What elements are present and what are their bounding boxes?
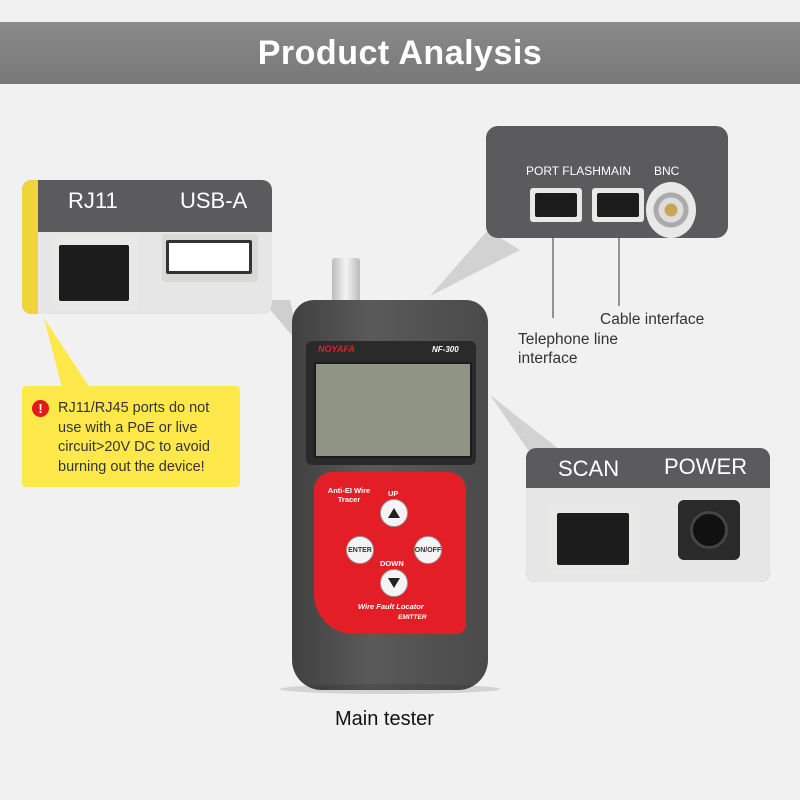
arrow-up-icon xyxy=(388,508,400,518)
scan-label: SCAN xyxy=(558,456,620,481)
usba-socket xyxy=(166,240,252,274)
bnc-top-connector xyxy=(332,258,360,308)
main-port xyxy=(592,188,644,222)
port-flash-label: PORT FLASH xyxy=(526,164,601,178)
emitter-label: EMITTER xyxy=(398,614,427,621)
brand-logo: NOYAFA xyxy=(318,344,355,354)
up-button[interactable] xyxy=(380,499,408,527)
onoff-button[interactable]: ON/OFF xyxy=(414,536,442,564)
exclamation-icon: ! xyxy=(32,400,49,417)
callout-wedge-right xyxy=(490,395,560,450)
callout-wedge-warning xyxy=(44,318,90,388)
warning-box: ! RJ11/RJ45 ports do not use with a PoE … xyxy=(22,386,240,487)
yellow-device-edge xyxy=(22,180,38,314)
bnc-connector xyxy=(646,182,696,238)
cable-caption: Cable interface xyxy=(600,311,705,328)
up-label: UP xyxy=(388,489,399,498)
page-title: Product Analysis xyxy=(0,22,800,84)
power-socket xyxy=(690,511,728,549)
callout-wedge-top xyxy=(430,230,520,296)
arrow-down-icon xyxy=(388,578,400,588)
panel-text: Anti-EI Wire Tracer xyxy=(327,486,371,504)
top-port-panel: PORT FLASH MAIN BNC xyxy=(486,126,728,238)
telephone-caption: Telephone line interface xyxy=(518,331,618,367)
rj11-port xyxy=(50,236,138,310)
model-label: NF-300 xyxy=(432,345,459,354)
scan-socket xyxy=(557,513,629,565)
main-label: MAIN xyxy=(601,164,631,178)
usba-port xyxy=(162,234,258,282)
footer-label: Wire Fault Locator xyxy=(358,602,424,611)
rj11-label: RJ11 xyxy=(68,188,118,213)
power-label: POWER xyxy=(664,454,748,479)
enter-button[interactable]: ENTER xyxy=(346,536,374,564)
left-port-panel: RJ11 USB-A xyxy=(22,180,272,314)
down-button[interactable] xyxy=(380,569,408,597)
port-flash-port xyxy=(530,188,582,222)
warning-text: RJ11/RJ45 ports do not use with a PoE or… xyxy=(58,400,210,475)
bnc-label: BNC xyxy=(654,164,680,178)
main-tester-caption: Main tester xyxy=(335,708,434,730)
main-socket xyxy=(597,193,639,217)
port-flash-socket xyxy=(535,193,577,217)
scan-port xyxy=(546,504,640,574)
lcd-screen xyxy=(314,362,472,458)
rj11-socket xyxy=(59,245,129,301)
down-label: DOWN xyxy=(380,559,404,568)
device-shadow xyxy=(280,684,500,694)
right-port-panel: SCAN POWER xyxy=(526,448,770,582)
usba-label: USB-A xyxy=(180,188,248,213)
power-jack xyxy=(678,500,740,560)
